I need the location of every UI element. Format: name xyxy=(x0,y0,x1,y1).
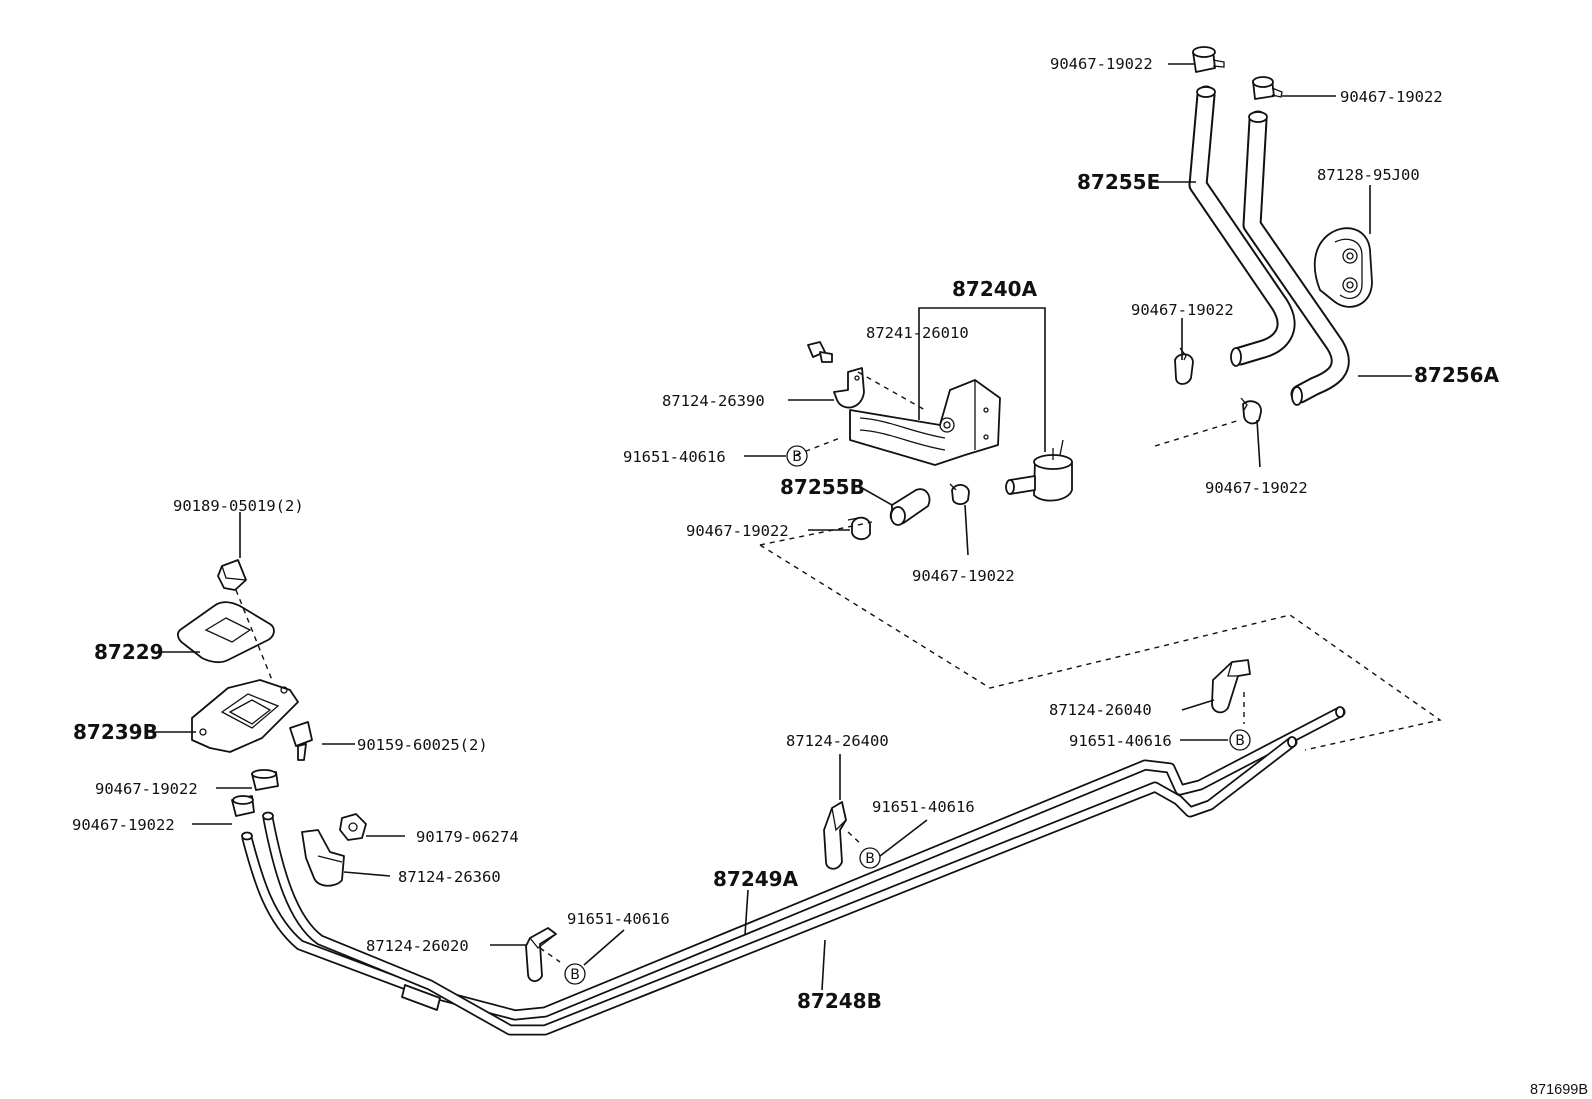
label-clamp-top2: 90467-19022 xyxy=(1340,88,1443,106)
label-clamp-87124-26390: 87124-26390 xyxy=(662,392,765,410)
pipe-87249A xyxy=(241,706,1346,1021)
label-clamp-right-low: 90467-19022 xyxy=(1205,479,1308,497)
leader-lines xyxy=(149,63,1412,991)
hose-clamp-right-low xyxy=(1240,397,1262,425)
label-nut-90179: 90179-06274 xyxy=(416,828,519,846)
label-clamp-center-below: 90467-19022 xyxy=(912,567,1015,585)
svg-text:B: B xyxy=(792,449,802,465)
bolt-small-top xyxy=(807,341,833,363)
plate-87229 xyxy=(177,601,275,664)
clamp-87124-26360 xyxy=(301,829,345,887)
label-hose-87255B: 87255B xyxy=(780,475,865,499)
rubber-cover-87128 xyxy=(1313,227,1373,308)
label-clamp-mid-left: 90467-19022 xyxy=(1131,301,1234,319)
label-plate-87239B: 87239B xyxy=(73,720,158,744)
hose-clamp-mid-left xyxy=(1174,347,1194,385)
hose-87255E xyxy=(1188,85,1296,367)
label-valve-87240A: 87240A xyxy=(952,277,1038,301)
clamp-87124-26040 xyxy=(1211,659,1251,714)
label-bolt-90189: 90189-05019(2) xyxy=(173,497,304,515)
hose-clamp-top-2 xyxy=(1252,76,1283,100)
clamp-87124-26020 xyxy=(525,927,557,982)
label-pipe-87248B: 87248B xyxy=(797,989,882,1013)
label-clamp-87124-26360: 87124-26360 xyxy=(398,868,501,886)
hose-87256A xyxy=(1242,110,1350,406)
label-screw-90159: 90159-60025(2) xyxy=(357,736,488,754)
figure-id: 871699B xyxy=(1530,1082,1588,1098)
clamp-87124-26390 xyxy=(833,367,865,409)
label-clamp-87124-26040: 87124-26040 xyxy=(1049,701,1152,719)
hose-clamp-center-left xyxy=(847,516,871,541)
callout-b-1: B xyxy=(786,445,808,467)
label-cover-87128: 87128-95J00 xyxy=(1317,166,1420,184)
bracket-87241-26010 xyxy=(849,379,1001,466)
dashed-assembly-lines xyxy=(235,371,1442,963)
label-bracket-87241: 87241-26010 xyxy=(866,324,969,342)
pipe-sleeve xyxy=(401,984,441,1011)
pipe-87248B xyxy=(262,736,1298,1036)
label-plate-87229: 87229 xyxy=(94,640,164,664)
label-clamp-left-b: 90467-19022 xyxy=(72,816,175,834)
svg-text:B: B xyxy=(570,967,580,983)
label-clamp-center-left: 90467-19022 xyxy=(686,522,789,540)
label-pipe-87249A: 87249A xyxy=(713,867,799,891)
label-clamp-87124-26020: 87124-26020 xyxy=(366,937,469,955)
bolt-90189-05019 xyxy=(217,559,247,591)
callout-b-3: B xyxy=(859,847,881,869)
clamp-87124-26400 xyxy=(823,801,847,870)
label-clamp-87124-26400: 87124-26400 xyxy=(786,732,889,750)
nut-90179-06274 xyxy=(339,813,367,841)
label-bolt-91651-d: 91651-40616 xyxy=(567,910,670,928)
pipe-end-caps xyxy=(241,706,1345,841)
label-bolt-91651-b: 91651-40616 xyxy=(1069,732,1172,750)
label-bolt-91651-c: 91651-40616 xyxy=(872,798,975,816)
hose-clamp-center-below xyxy=(949,483,970,506)
svg-text:B: B xyxy=(865,851,875,867)
callout-b-2: B xyxy=(1229,729,1251,751)
hose-87255B xyxy=(889,488,931,526)
vsv-valve-87240A xyxy=(1005,439,1073,502)
hose-clamp-top-1 xyxy=(1192,46,1225,73)
label-hose-87256A: 87256A xyxy=(1414,363,1500,387)
hose-clamp-left-b xyxy=(231,795,255,817)
callout-b-4: B xyxy=(564,963,586,985)
screw-90159-60025 xyxy=(289,721,313,761)
label-bolt-91651-a: 91651-40616 xyxy=(623,448,726,466)
hose-clamp-left-a xyxy=(251,769,279,791)
label-clamp-left-a: 90467-19022 xyxy=(95,780,198,798)
svg-text:B: B xyxy=(1235,733,1245,749)
label-hose-87255E: 87255E xyxy=(1077,170,1160,194)
label-clamp-top1: 90467-19022 xyxy=(1050,55,1153,73)
plate-87239B xyxy=(191,679,299,753)
